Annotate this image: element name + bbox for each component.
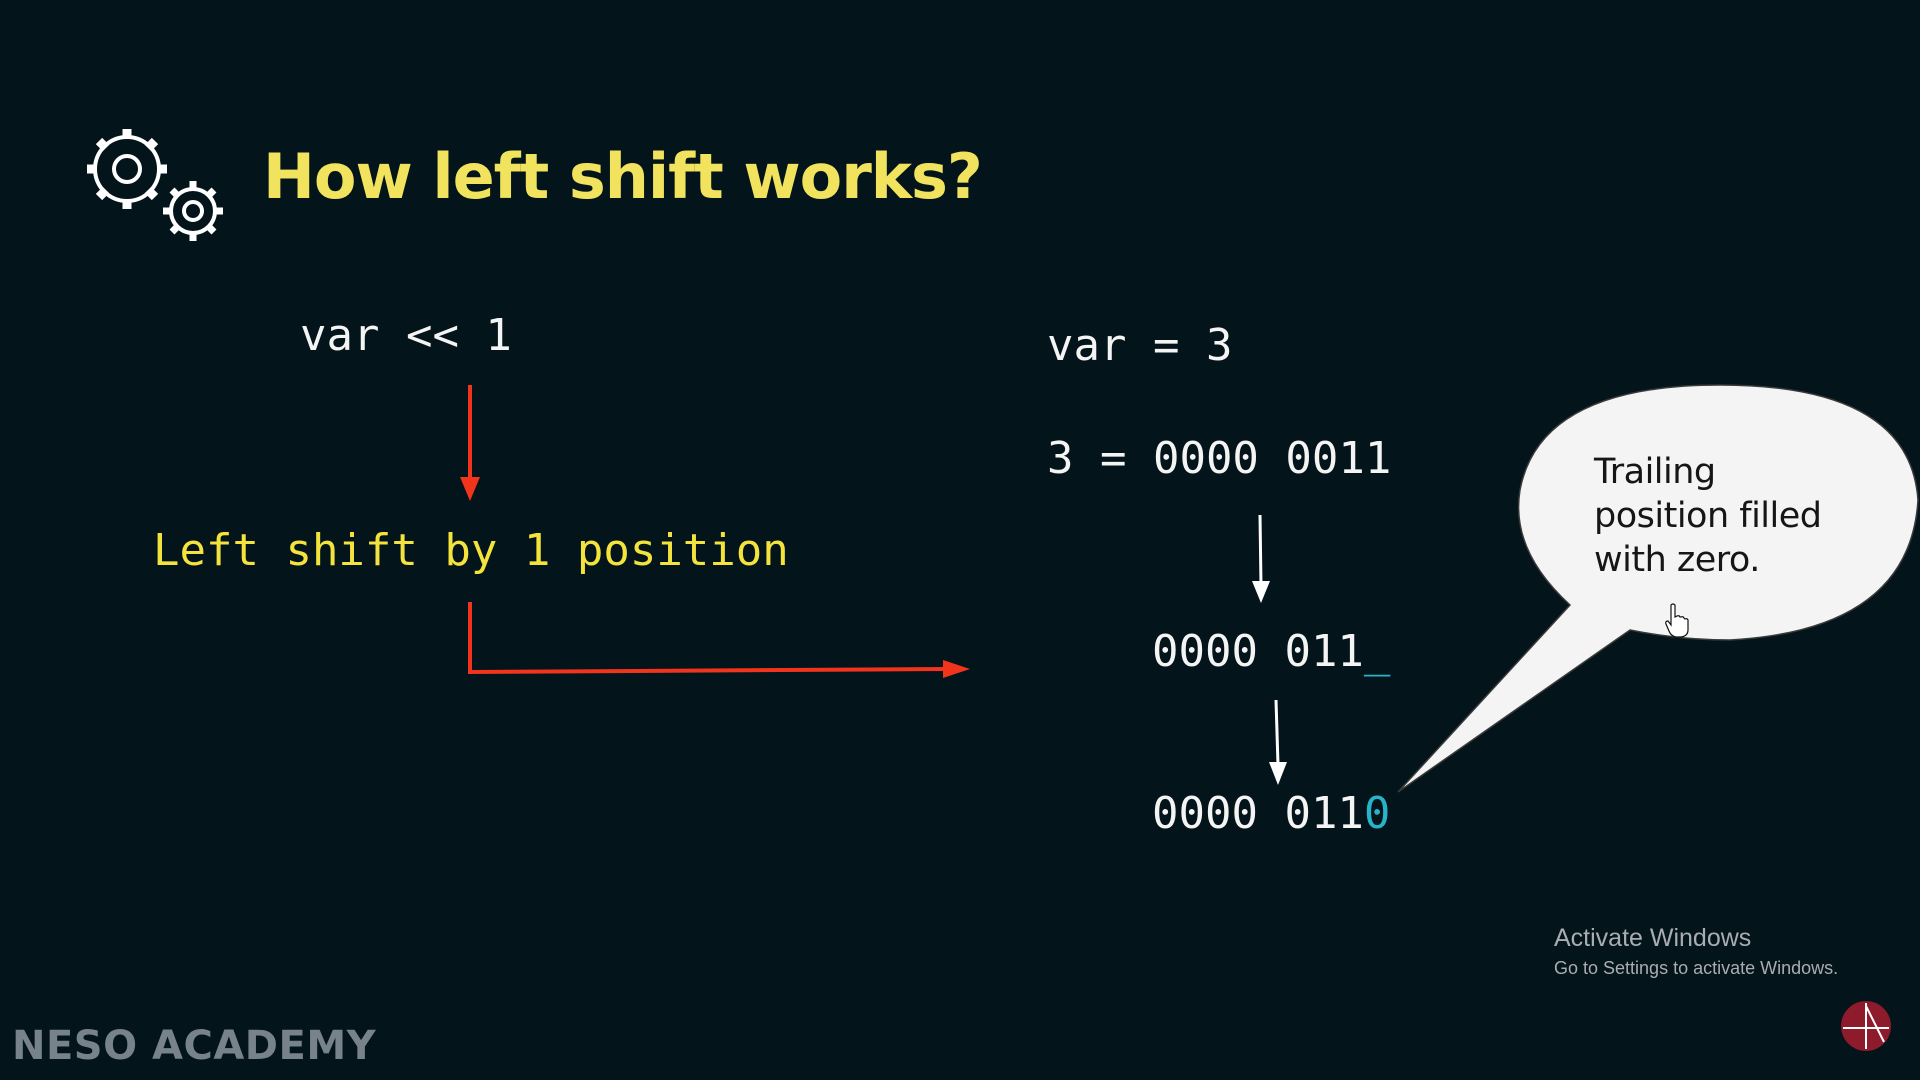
empty-bit-slot: _ (1363, 626, 1391, 677)
shift-description: Left shift by 1 position (153, 525, 789, 576)
callout-bubble (1397, 384, 1919, 793)
neso-logo-icon (1841, 1001, 1891, 1051)
result-binary-digits: 0000 011 (1152, 788, 1364, 839)
down-arrow-icon (1252, 515, 1270, 603)
brand-logo-text: NESO ACADEMY (12, 1023, 377, 1069)
callout-text: Trailing position filled with zero. (1594, 452, 1822, 580)
slide-title: How left shift works? (263, 140, 983, 213)
result-binary: 0000 0110 (1152, 788, 1390, 839)
filled-zero-bit: 0 (1363, 788, 1391, 839)
cursor-hand-icon (1665, 603, 1689, 638)
shift-expression: var << 1 (300, 310, 512, 361)
shifted-binary-digits: 0000 011 (1152, 626, 1364, 677)
binary-equation: 3 = 0000 0011 (1047, 433, 1392, 484)
shifted-binary: 0000 011_ (1152, 626, 1390, 677)
right-arrow-red-icon (468, 602, 970, 678)
down-arrow-red-icon (460, 385, 480, 501)
down-arrow-icon (1269, 700, 1287, 785)
activate-windows-subtitle: Go to Settings to activate Windows. (1554, 958, 1839, 978)
var-assignment: var = 3 (1047, 320, 1233, 371)
activate-windows-title: Activate Windows (1554, 924, 1752, 952)
gears-icon (87, 129, 223, 241)
